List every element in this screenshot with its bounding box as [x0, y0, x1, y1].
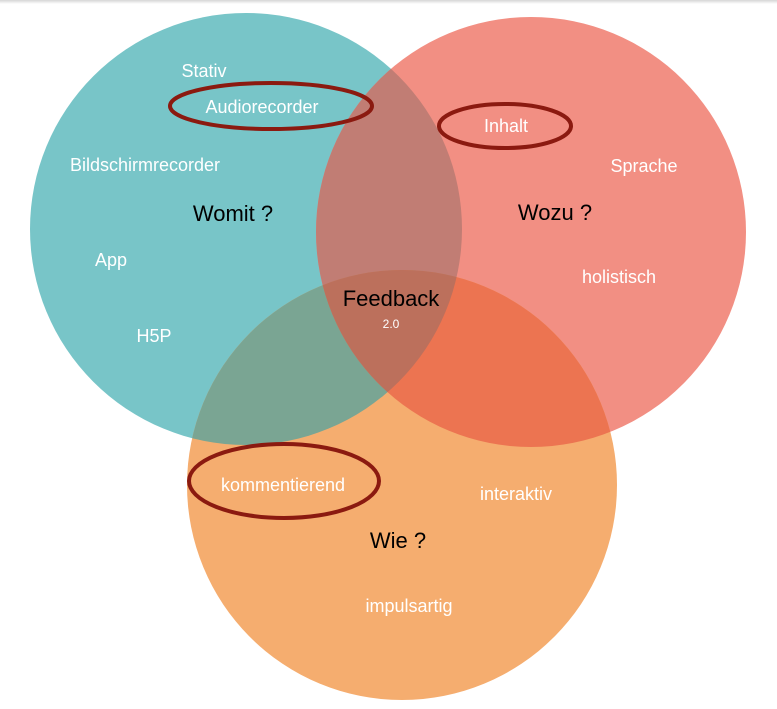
wozu-wie-overlap	[316, 270, 617, 447]
heading-wie: Wie ?	[370, 528, 426, 553]
heading-womit: Womit ?	[193, 201, 273, 226]
item-impulsartig: impulsartig	[365, 596, 452, 616]
top-border	[0, 0, 777, 4]
center-subtitle: 2.0	[383, 317, 400, 331]
item-sprache: Sprache	[610, 156, 677, 176]
item-bildschirmrecorder: Bildschirmrecorder	[70, 155, 220, 175]
highlight-inhalt	[437, 102, 573, 150]
item-kommentierend: kommentierend	[221, 475, 345, 495]
heading-wozu: Wozu ?	[518, 200, 592, 225]
highlight-audiorecorder	[168, 81, 374, 131]
item-stativ: Stativ	[181, 61, 226, 81]
item-app: App	[95, 250, 127, 270]
highlight-kommentierend	[187, 442, 381, 520]
item-h5p: H5P	[136, 326, 171, 346]
item-holistisch: holistisch	[582, 267, 656, 287]
item-audiorecorder: Audiorecorder	[205, 97, 318, 117]
item-inhalt: Inhalt	[484, 116, 528, 136]
womit-wie-overlap	[187, 270, 462, 445]
item-interaktiv: interaktiv	[480, 484, 552, 504]
center-title: Feedback	[343, 286, 441, 311]
